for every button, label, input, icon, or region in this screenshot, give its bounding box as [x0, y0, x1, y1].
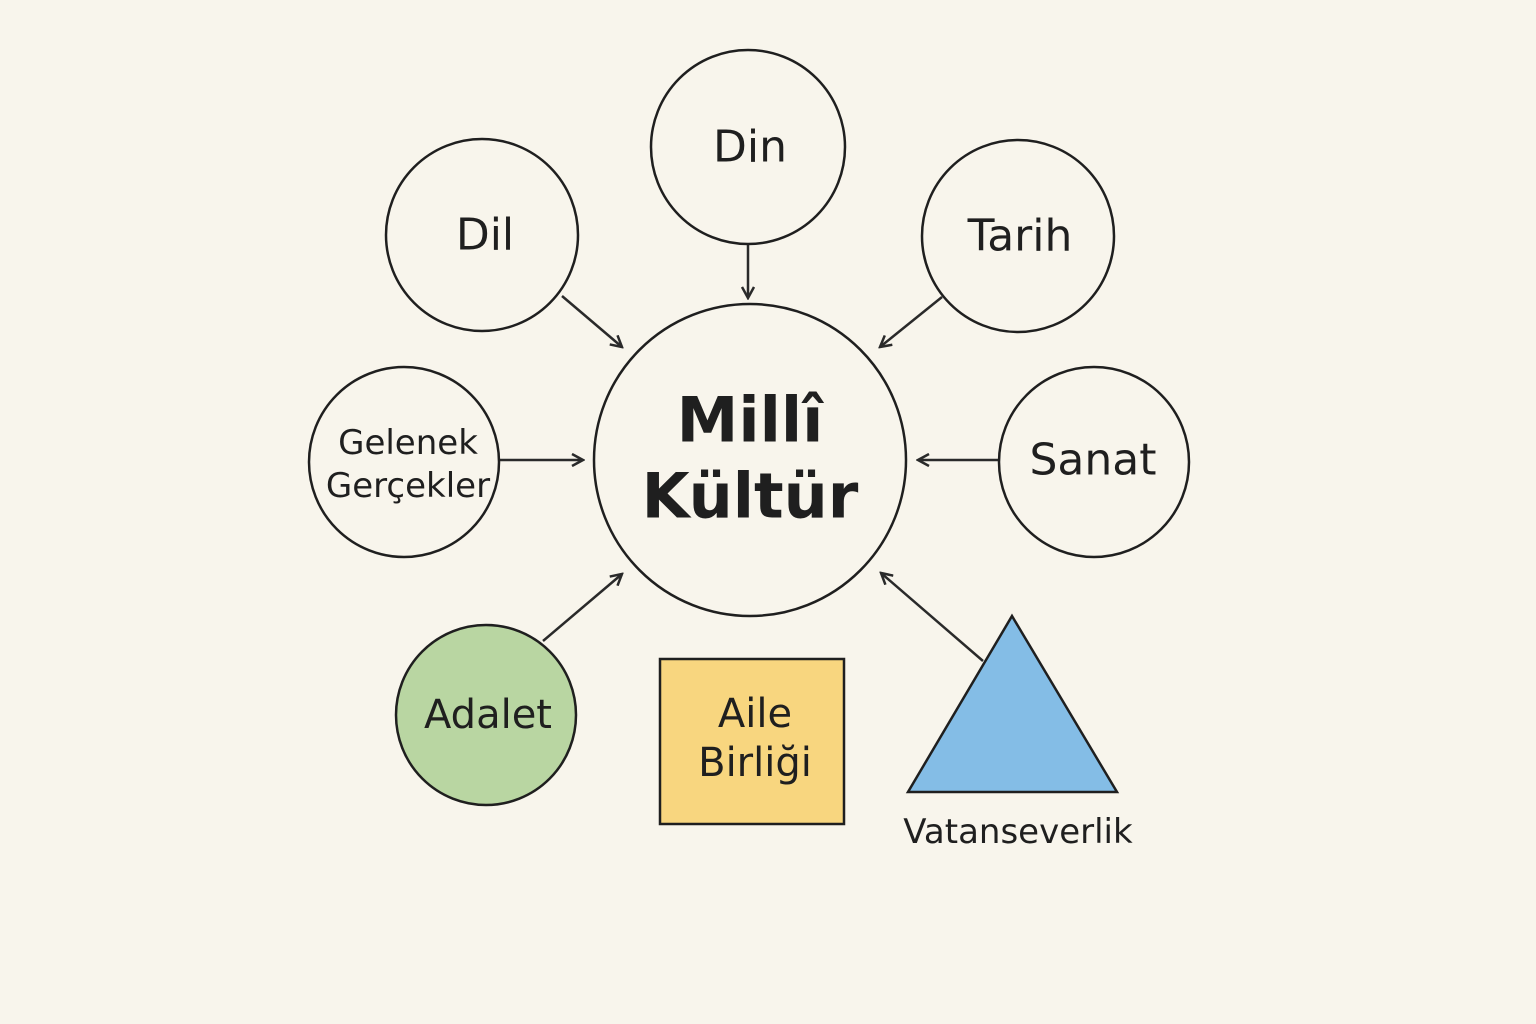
- gelenek-circle: [307, 365, 501, 559]
- node-adalet: Adalet: [394, 623, 578, 807]
- center-circle: [592, 302, 908, 618]
- node-tarih: Tarih: [920, 138, 1116, 334]
- node-dil: Dil: [384, 137, 580, 333]
- adalet-label: Adalet: [424, 692, 552, 738]
- dil-label: Dil: [456, 210, 514, 261]
- tarih-label: Tarih: [967, 211, 1073, 262]
- arrow-vatanseverlik-to-center: [881, 573, 984, 662]
- center-node: Millî Kültür: [592, 302, 908, 618]
- sanat-label: Sanat: [1030, 435, 1157, 486]
- arrow-tarih-to-center: [880, 296, 943, 347]
- center-label-line1: Millî: [677, 384, 825, 457]
- node-vatanseverlik: Vatanseverlik: [903, 613, 1133, 852]
- node-sanat: Sanat: [997, 365, 1191, 559]
- sanat-circle: [997, 365, 1191, 559]
- din-label: Din: [713, 122, 787, 173]
- vatanseverlik-triangle: [905, 613, 1120, 794]
- gelenek-label-line2: Gerçekler: [326, 466, 490, 506]
- aile-label-line1: Aile: [718, 691, 792, 737]
- arrow-dil-to-center: [561, 295, 622, 347]
- node-din: Din: [649, 48, 847, 246]
- adalet-circle: [394, 623, 578, 807]
- aile-square: [658, 657, 846, 826]
- node-gelenek: Gelenek Gerçekler: [307, 365, 501, 559]
- vatanseverlik-label: Vatanseverlik: [903, 812, 1133, 852]
- gelenek-label-line1: Gelenek: [338, 423, 478, 463]
- dil-circle: [384, 137, 580, 333]
- arrow-adalet-to-center: [542, 574, 622, 642]
- din-circle: [649, 48, 847, 246]
- aile-label-line2: Birliği: [698, 740, 812, 786]
- node-aile: Aile Birliği: [658, 657, 846, 826]
- center-label-line2: Kültür: [642, 460, 859, 533]
- tarih-circle: [920, 138, 1116, 334]
